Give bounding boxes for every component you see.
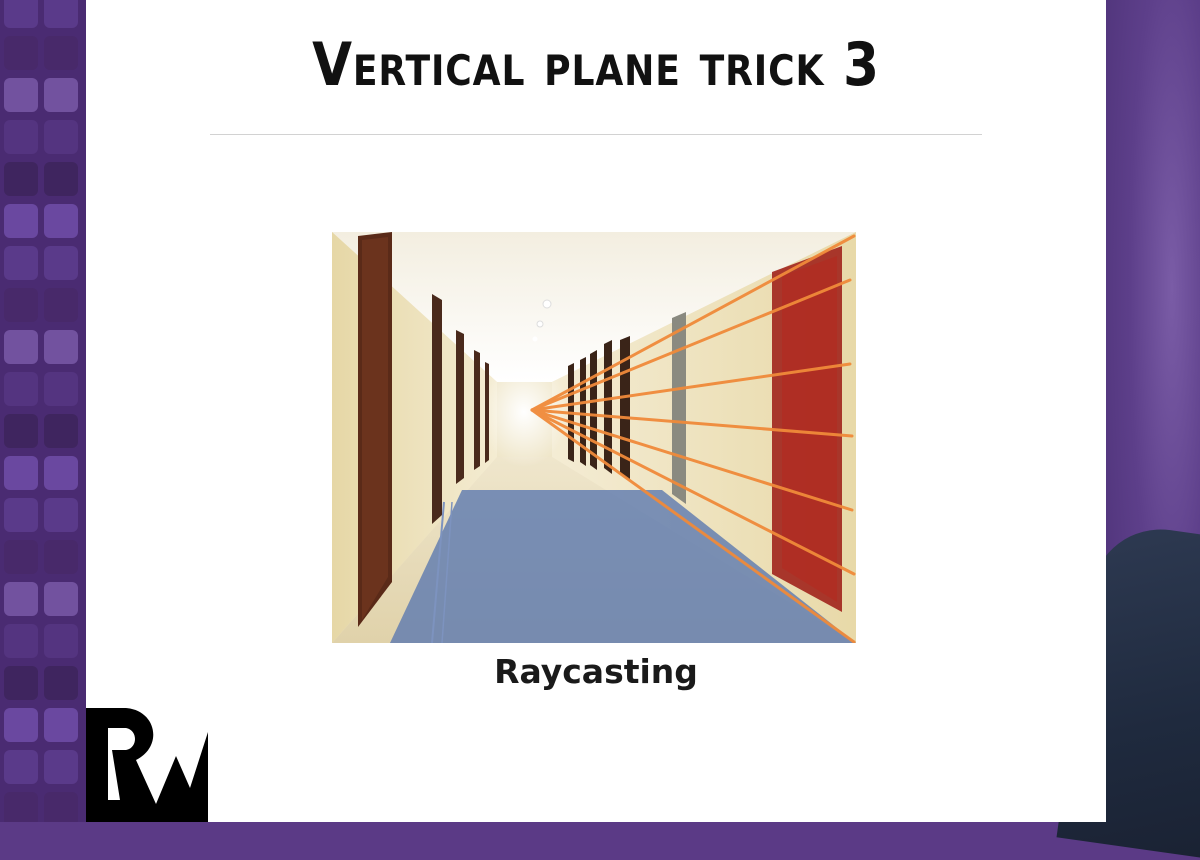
decorative-tile: [44, 372, 78, 406]
decorative-tile: [44, 498, 78, 532]
decorative-tile: [4, 0, 38, 28]
decorative-tile: [44, 456, 78, 490]
decorative-tile: [44, 78, 78, 112]
decorative-tile: [4, 288, 38, 322]
raywenderlich-logo-icon: [86, 708, 208, 822]
decorative-tile: [4, 582, 38, 616]
left-decorative-strip: [0, 0, 86, 822]
decorative-tile: [4, 36, 38, 70]
title-divider: [210, 134, 982, 135]
decorative-tile: [44, 288, 78, 322]
decorative-tile: [44, 708, 78, 742]
hallway-raycast-image: [332, 232, 856, 643]
decorative-tile: [44, 162, 78, 196]
slide-title: Vertical plane trick 3: [312, 30, 880, 100]
decorative-tile: [4, 120, 38, 154]
decorative-tile: [4, 330, 38, 364]
image-caption: Raycasting: [494, 652, 698, 691]
decorative-tile: [44, 540, 78, 574]
decorative-tile: [44, 750, 78, 784]
decorative-tile: [4, 750, 38, 784]
decorative-tile: [4, 540, 38, 574]
raycast-lines: [530, 234, 856, 643]
decorative-tile: [44, 792, 78, 822]
decorative-tile: [44, 0, 78, 28]
decorative-tile: [44, 330, 78, 364]
decorative-tile: [4, 624, 38, 658]
decorative-tile: [44, 36, 78, 70]
decorative-tile: [44, 204, 78, 238]
decorative-tile: [4, 372, 38, 406]
decorative-tile: [4, 414, 38, 448]
decorative-tile: [4, 792, 38, 822]
decorative-tile: [44, 666, 78, 700]
decorative-tile: [4, 162, 38, 196]
decorative-tile: [4, 498, 38, 532]
decorative-tile: [4, 708, 38, 742]
decorative-tile: [4, 666, 38, 700]
slide: Vertical plane trick 3: [86, 0, 1106, 822]
decorative-tile: [44, 120, 78, 154]
decorative-tile: [4, 456, 38, 490]
decorative-tile: [4, 204, 38, 238]
decorative-tile: [4, 78, 38, 112]
decorative-tile: [44, 414, 78, 448]
decorative-tile: [44, 582, 78, 616]
decorative-tile: [44, 246, 78, 280]
decorative-tile: [4, 246, 38, 280]
decorative-tile: [44, 624, 78, 658]
